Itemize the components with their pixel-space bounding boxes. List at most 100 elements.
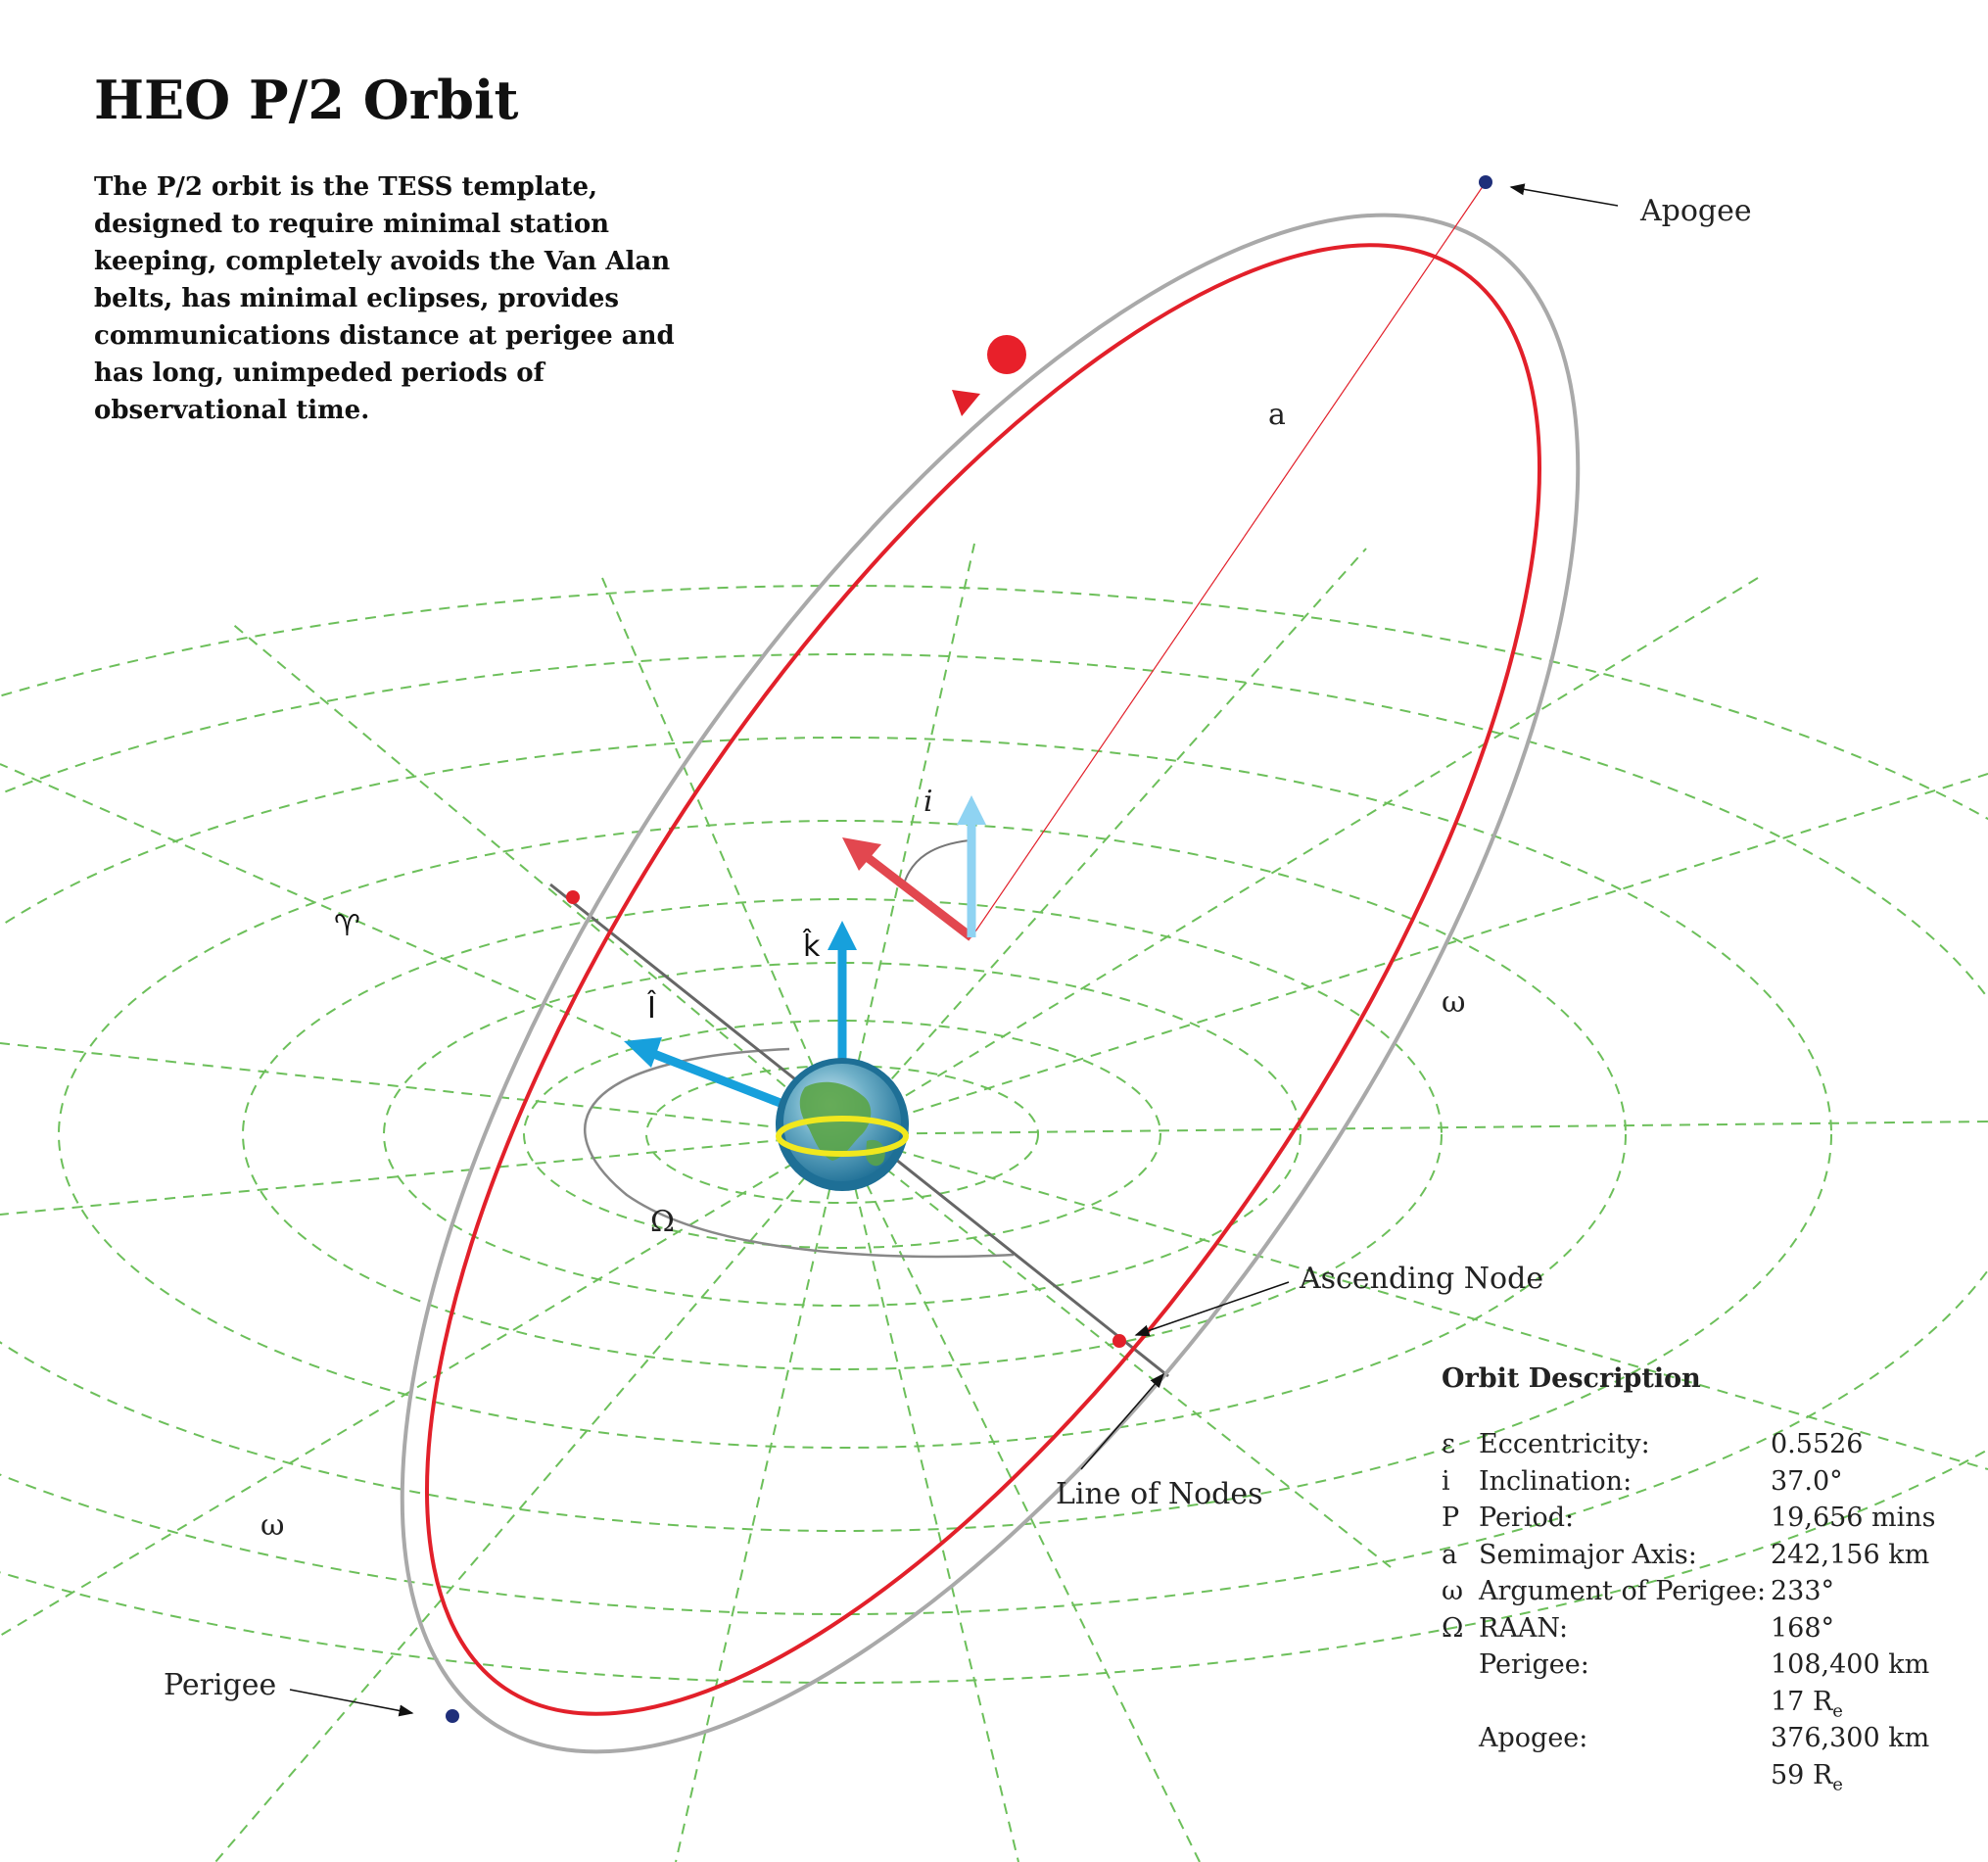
raan-arc xyxy=(584,1047,1015,1259)
semimajor-label: a xyxy=(1268,398,1286,432)
earth-icon xyxy=(776,1058,909,1191)
ascending-node-dot xyxy=(1112,1334,1126,1348)
orbit-normal-arrowhead xyxy=(842,837,881,871)
argument-of-perigee-label: ω xyxy=(1442,985,1465,1020)
semimajor-axis-line xyxy=(970,181,1487,938)
grid-ring xyxy=(58,820,1627,1449)
param-value: 59 Re xyxy=(1771,1760,1843,1794)
param-name: Inclination: xyxy=(1479,1465,1633,1497)
orbit-normal-arrow xyxy=(859,849,974,941)
orbit-param-row: 59 Re xyxy=(1442,1760,1970,1797)
inclination-label: i xyxy=(923,785,933,819)
perigee-leader xyxy=(289,1689,414,1717)
param-value: 168° xyxy=(1771,1612,1835,1644)
param-name: Apogee: xyxy=(1479,1723,1588,1753)
orbit-param-row: 17 Re xyxy=(1442,1687,1970,1724)
param-value: 233° xyxy=(1771,1576,1835,1606)
grid-ring xyxy=(0,737,1832,1532)
grid-ring xyxy=(242,898,1443,1370)
grid-spoke xyxy=(841,548,1367,1135)
param-value-subscript: e xyxy=(1832,1773,1843,1794)
grid-ring xyxy=(523,1020,1161,1249)
param-name: Argument of Perigee: xyxy=(1479,1576,1767,1606)
orbit-param-row: ε Eccentricity: 0.5526 xyxy=(1442,1429,1970,1466)
param-name: Perigee: xyxy=(1479,1649,1589,1680)
orbit-intro-text: The P/2 orbit is the TESS template, desi… xyxy=(94,172,675,425)
param-name: RAAN: xyxy=(1479,1612,1569,1644)
grid-spoke xyxy=(0,1042,843,1135)
param-value: 108,400 km xyxy=(1771,1649,1930,1680)
grid-spoke xyxy=(601,577,843,1135)
inclination-arc xyxy=(902,839,970,888)
param-symbol: ω xyxy=(1442,1576,1464,1606)
grid-spoke xyxy=(675,1133,843,1862)
grid-spoke xyxy=(841,773,1988,1135)
page-title: HEO P/2 Orbit xyxy=(94,69,519,131)
k-hat-arrowhead xyxy=(828,921,857,950)
param-value: 37.0° xyxy=(1771,1465,1843,1497)
param-name: Semimajor Axis: xyxy=(1479,1539,1697,1570)
param-value-subscript: e xyxy=(1832,1699,1843,1721)
param-value: 242,156 km xyxy=(1771,1539,1930,1570)
orbit-param-row: Ω RAAN: 168° xyxy=(1442,1613,1970,1650)
grid-spoke xyxy=(0,1133,843,1216)
raan-label: Ω xyxy=(650,1205,675,1239)
param-symbol: Ω xyxy=(1442,1612,1464,1644)
satellite-marker xyxy=(987,335,1026,374)
perigee-dot xyxy=(446,1709,459,1723)
line-of-nodes-leader xyxy=(1080,1372,1164,1470)
orbit-param-row: i Inclination: 37.0° xyxy=(1442,1466,1970,1504)
grid-spoke xyxy=(841,577,1759,1135)
apogee-dot xyxy=(1479,175,1492,189)
param-name: Eccentricity: xyxy=(1479,1429,1650,1459)
line-of-nodes-label: Line of Nodes xyxy=(1056,1477,1263,1511)
param-value: 0.5526 xyxy=(1771,1429,1864,1459)
reference-plane-spokes xyxy=(0,543,1988,1862)
orbit-param-row: P Period: 19,656 mins xyxy=(1442,1503,1970,1540)
param-symbol: i xyxy=(1442,1465,1450,1497)
grid-spoke xyxy=(841,1133,1392,1568)
grid-spoke xyxy=(841,1133,1019,1862)
grid-spoke xyxy=(0,1133,843,1637)
apogee-leader xyxy=(1509,183,1619,207)
param-value-text: 59 R xyxy=(1771,1759,1833,1790)
argument-of-perigee-label-left: ω xyxy=(260,1508,284,1543)
i-hat-arrowhead xyxy=(624,1037,662,1068)
orbit-description-panel: Orbit Description ε Eccentricity: 0.5526… xyxy=(1442,1363,1970,1796)
apogee-label: Apogee xyxy=(1639,194,1752,228)
i-hat-label: Î xyxy=(646,990,656,1026)
grid-spoke xyxy=(841,543,975,1135)
grid-spoke xyxy=(229,621,843,1135)
orbit-param-row: Perigee: 108,400 km xyxy=(1442,1649,1970,1687)
param-value: 19,656 mins xyxy=(1771,1503,1936,1533)
param-value: 376,300 km xyxy=(1771,1723,1930,1753)
grid-spoke xyxy=(214,1133,843,1862)
grid-ring xyxy=(0,585,1988,1684)
descending-node-dot xyxy=(566,890,580,904)
perigee-label: Perigee xyxy=(164,1668,276,1702)
i-hat-axis xyxy=(649,1048,805,1117)
orbit-direction-arrow xyxy=(952,390,980,416)
grid-ring xyxy=(383,962,1302,1307)
param-symbol: P xyxy=(1442,1503,1460,1533)
reference-normal-arrowhead xyxy=(957,795,986,825)
ascending-node-leader xyxy=(1134,1281,1290,1337)
equator-ring xyxy=(776,1116,909,1157)
param-name: Period: xyxy=(1479,1503,1575,1533)
orbit-param-row: a Semimajor Axis: 242,156 km xyxy=(1442,1540,1970,1577)
param-value-text: 17 R xyxy=(1771,1686,1833,1717)
orbit-param-row: ω Argument of Perigee: 233° xyxy=(1442,1576,1970,1613)
orbit-path xyxy=(425,243,1541,1716)
grid-spoke xyxy=(841,1121,1988,1135)
k-hat-label: k̂ xyxy=(803,929,821,964)
param-symbol: a xyxy=(1442,1539,1458,1570)
orbit-shadow xyxy=(400,213,1581,1754)
param-symbol: ε xyxy=(1442,1429,1455,1459)
grid-spoke xyxy=(841,1133,1988,1470)
param-value: 17 Re xyxy=(1771,1687,1843,1721)
ascending-node-label: Ascending Node xyxy=(1299,1262,1543,1296)
orbit-param-row: Apogee: 376,300 km xyxy=(1442,1723,1970,1760)
vernal-equinox-label: ♈ xyxy=(334,909,360,943)
orbit-description-heading: Orbit Description xyxy=(1442,1363,1701,1394)
